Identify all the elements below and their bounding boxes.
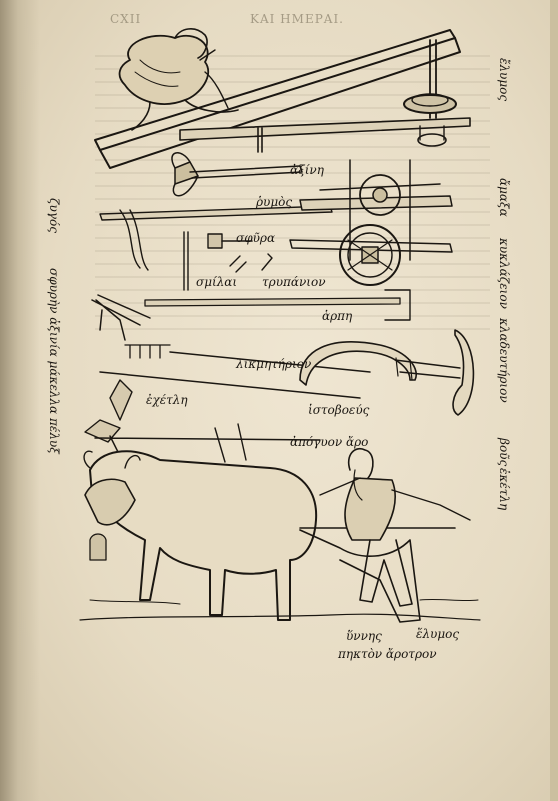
axe [171, 152, 303, 197]
label-gyes: ἀπόγυον ἄρο [290, 435, 369, 449]
label-istoboeus: ἱστοβοεύς [308, 403, 370, 417]
label-harpe: ἁρπη [322, 309, 353, 323]
label-echetle: ἐχέτλη [146, 393, 188, 407]
label-pekton-arotron: πηκτὸν ἄροτρον [338, 647, 437, 661]
right-label-kladeuterion: κλαδευτήριον [497, 318, 511, 403]
label-hynis: ὕννης [346, 629, 382, 643]
running-title: ΚΑΙ ΗΜΕΡΑΙ. [250, 12, 344, 26]
label-tripenion: τρυπάνιον [262, 275, 326, 289]
page-number: CXII [110, 12, 142, 26]
sickle-and-scythe [299, 329, 475, 416]
plough-pole [99, 205, 333, 221]
label-rymos: ῥυμὸς [256, 195, 293, 209]
workbench-scene [94, 28, 471, 169]
page-edge [550, 0, 558, 801]
drill-bar [144, 289, 411, 321]
right-label-amaxa: ἄμαξα [497, 178, 511, 217]
label-sphyra: σφῦρα [236, 231, 276, 245]
pitchfork-and-winnow [91, 294, 371, 421]
right-label-eketle: ἐκέτλη [497, 468, 511, 511]
label-smile: σμίλαι [196, 275, 238, 289]
page-gutter-shadow [0, 0, 40, 801]
left-label-sphyren: σφυρὴν ἀξινία μάκελλα [47, 268, 61, 415]
left-label-pelyx: πέλυξ [47, 418, 61, 454]
label-axine: ἀξίνη [290, 163, 324, 177]
label-elymos-bottom: ἔλυμος [416, 627, 460, 641]
right-label-elymos: ἔλυμος [497, 58, 511, 102]
running-header: CXII ΚΑΙ ΗΜΕΡΑΙ. [100, 12, 518, 30]
left-label-zygos: ζυγός [47, 198, 61, 233]
label-likmeterion: λικμητήριον [236, 357, 312, 371]
cart-and-wheels [289, 159, 453, 286]
right-label-bous: βοῦς [497, 438, 511, 467]
plough-and-team [79, 419, 481, 623]
hammer-and-chisels [119, 209, 273, 291]
right-label-kyklazeion: κυκλάζειον [497, 238, 511, 309]
